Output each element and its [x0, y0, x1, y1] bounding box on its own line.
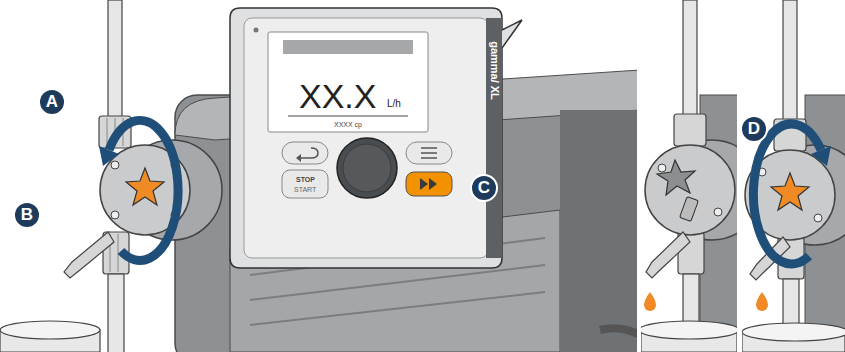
- button-text: START: [294, 186, 316, 193]
- callout-letter: A: [38, 88, 66, 116]
- brand-name: gamma/ XL: [489, 41, 500, 100]
- display-subvalue: XXXX cp: [334, 121, 362, 128]
- display-value: XX.X: [299, 79, 376, 113]
- callout-letter: C: [470, 174, 498, 202]
- callout-letter: B: [13, 201, 41, 229]
- display-unit: L/h: [387, 99, 401, 109]
- button-text: STOP: [296, 176, 315, 183]
- callout-letter: D: [740, 115, 768, 143]
